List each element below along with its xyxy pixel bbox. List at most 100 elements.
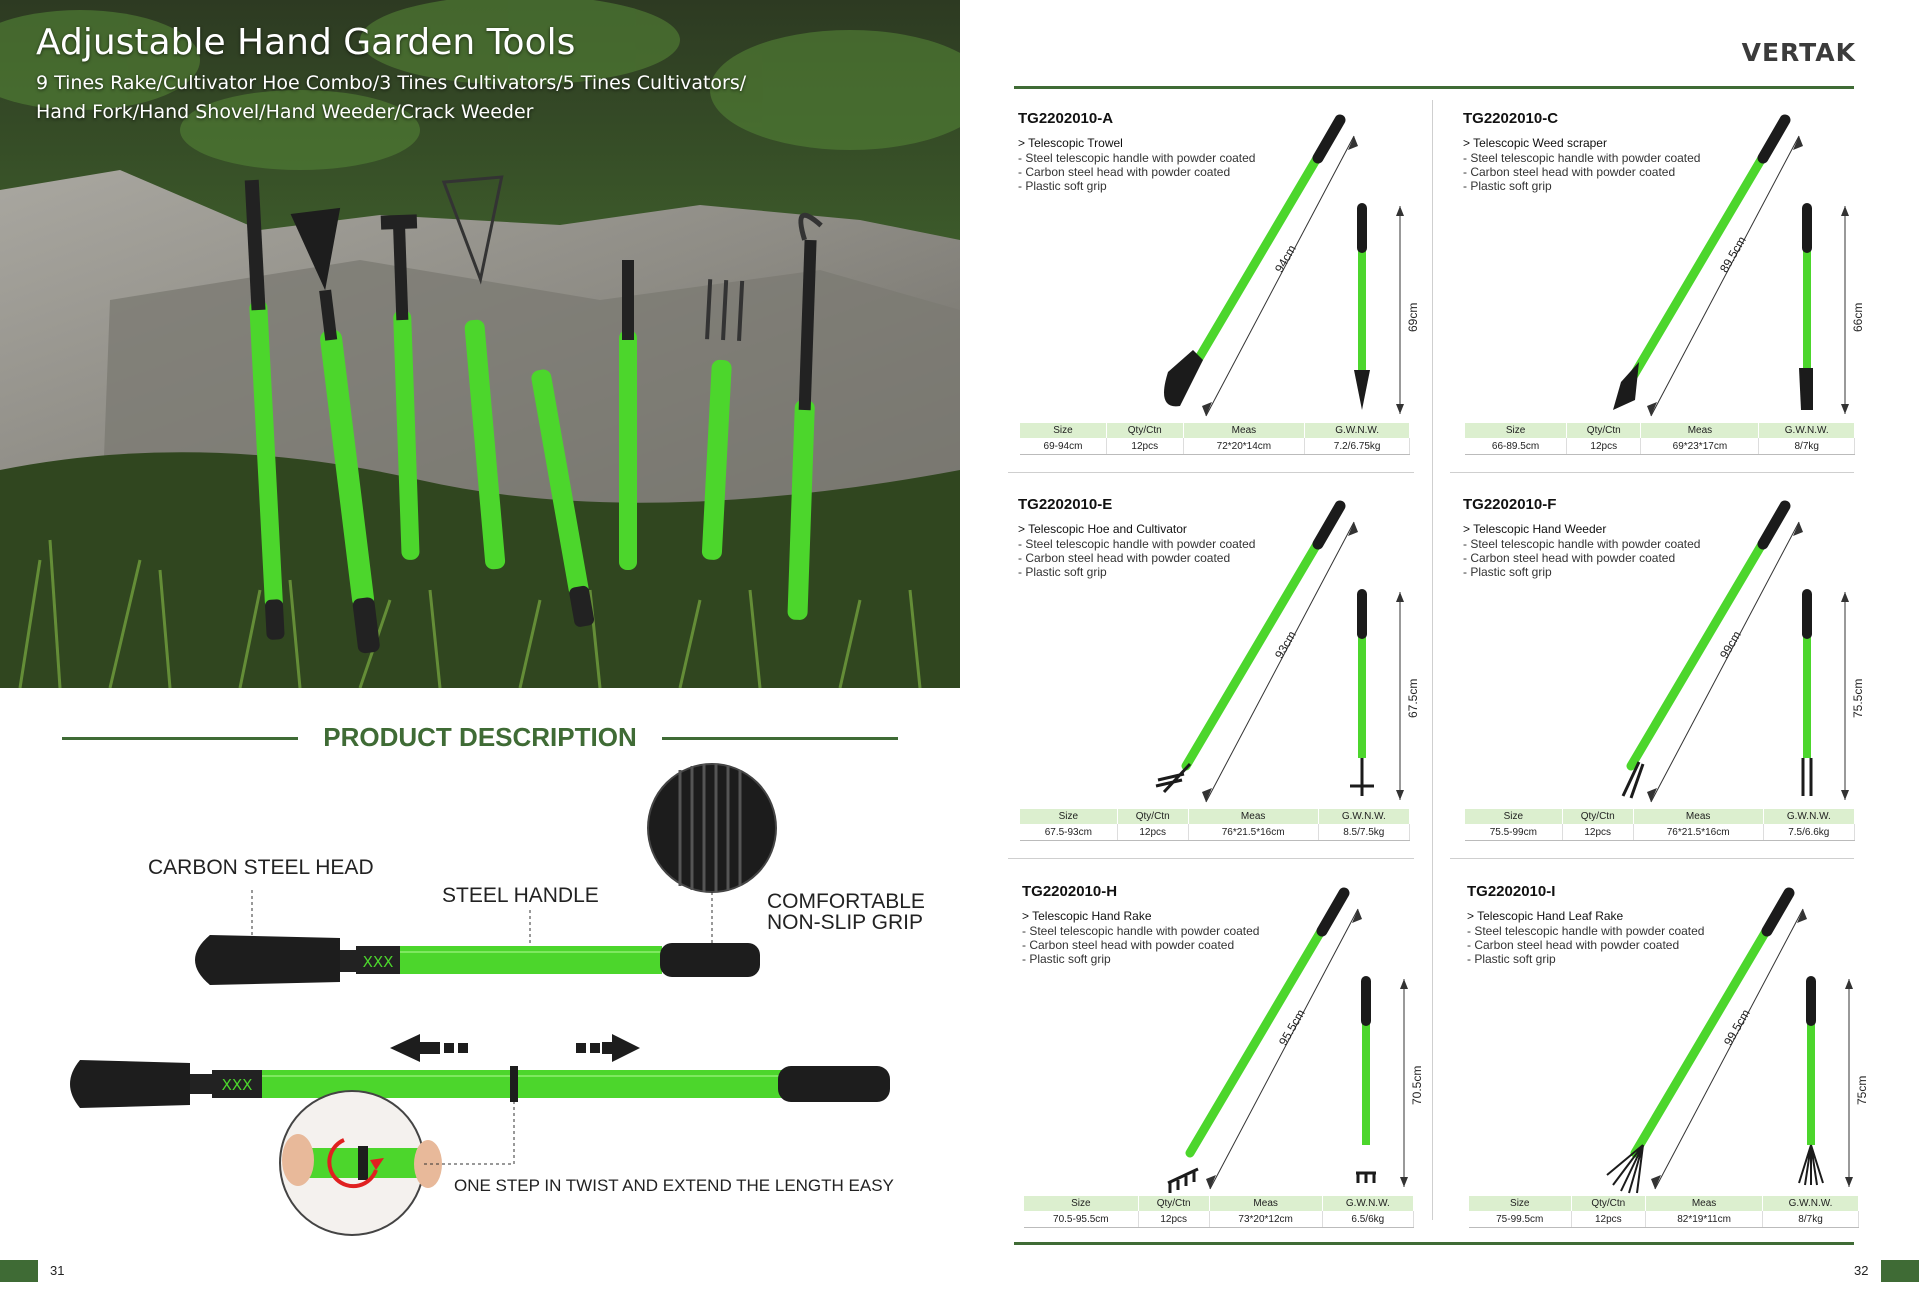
spec-header-cell: G.W.N.W. xyxy=(1763,809,1856,824)
short-dimension-label: 75cm xyxy=(1855,1075,1869,1105)
spec-meas: 73*20*12cm xyxy=(1209,1211,1323,1228)
short-dimension-label: 75.5cm xyxy=(1851,678,1865,718)
spec-header-cell: Meas xyxy=(1209,1196,1323,1211)
product-feature: - Steel telescopic handle with powder co… xyxy=(1463,537,1701,551)
spec-size: 67.5-93cm xyxy=(1020,824,1118,841)
product-feature: - Plastic soft grip xyxy=(1022,952,1111,966)
page-number-right: 32 xyxy=(1854,1263,1869,1278)
spec-header-cell: G.W.N.W. xyxy=(1762,1196,1859,1211)
spec-header-cell: Meas xyxy=(1645,1196,1764,1211)
product-code: TG2202010-C xyxy=(1463,110,1559,127)
spec-header-cell: Qty/Ctn xyxy=(1117,809,1189,824)
spec-header-cell: Size xyxy=(1465,809,1563,824)
product-card: TG2202010-H> Telescopic Hand Rake- Steel… xyxy=(1022,883,1424,1263)
garden-tools-photo xyxy=(0,0,960,688)
spec-header-cell: Size xyxy=(1020,809,1118,824)
section-rule-left xyxy=(62,737,298,740)
spec-qty: 12pcs xyxy=(1562,824,1634,841)
spec-weight: 8/7kg xyxy=(1762,1211,1859,1228)
spec-meas: 82*19*11cm xyxy=(1645,1211,1764,1228)
row-divider-1a xyxy=(1008,472,1414,473)
product-feature: - Steel telescopic handle with powder co… xyxy=(1463,151,1701,165)
spec-size: 66-89.5cm xyxy=(1465,438,1568,455)
product-feature: - Steel telescopic handle with powder co… xyxy=(1018,151,1256,165)
svg-text:XXX: XXX xyxy=(222,1076,253,1094)
spec-qty: 12pcs xyxy=(1571,1211,1647,1228)
spec-header-cell: Meas xyxy=(1188,809,1319,824)
top-rule xyxy=(1014,86,1854,89)
product-feature: - Plastic soft grip xyxy=(1018,565,1107,579)
page-title: Adjustable Hand Garden Tools xyxy=(36,22,576,63)
spec-qty: 12pcs xyxy=(1138,1211,1210,1228)
product-image xyxy=(1167,887,1408,1193)
spec-header-cell: Qty/Ctn xyxy=(1571,1196,1647,1211)
short-dimension-label: 70.5cm xyxy=(1410,1065,1424,1105)
callout-grip-line-2: NON-SLIP GRIP xyxy=(767,911,923,934)
spec-header-cell: Meas xyxy=(1183,423,1306,438)
column-divider xyxy=(1432,100,1433,1220)
product-code: TG2202010-H xyxy=(1022,883,1118,900)
spec-weight: 6.5/6kg xyxy=(1322,1211,1415,1228)
product-feature: - Steel telescopic handle with powder co… xyxy=(1022,924,1260,938)
brand-logo: VERTAK xyxy=(1741,38,1856,67)
product-feature: - Carbon steel head with powder coated xyxy=(1463,551,1676,565)
spec-header-cell: Size xyxy=(1020,423,1107,438)
page-tab-left xyxy=(0,1260,38,1282)
spec-qty: 12pcs xyxy=(1566,438,1642,455)
product-image xyxy=(1164,114,1404,417)
page-tab-right xyxy=(1881,1260,1919,1282)
spec-qty: 12pcs xyxy=(1117,824,1189,841)
product-feature: - Plastic soft grip xyxy=(1463,179,1552,193)
spec-weight: 7.5/6.6kg xyxy=(1763,824,1856,841)
product-card: TG2202010-C> Telescopic Weed scraper- St… xyxy=(1463,110,1865,490)
spec-header-cell: Meas xyxy=(1633,809,1764,824)
product-card: TG2202010-I> Telescopic Hand Leaf Rake- … xyxy=(1467,883,1869,1263)
twist-caption: ONE STEP IN TWIST AND EXTEND THE LENGTH … xyxy=(454,1176,894,1195)
product-card: TG2202010-E > Telescopic Hoe and Cultivat… xyxy=(1018,496,1420,876)
row-divider-2a xyxy=(1008,858,1414,859)
callout-carbon-steel-head: CARBON STEEL HEAD xyxy=(148,856,374,879)
tool-list-line-1: 9 Tines Rake/Cultivator Hoe Combo/3 Tine… xyxy=(36,72,747,94)
product-feature: - Steel telescopic handle with powder co… xyxy=(1018,537,1256,551)
product-name: > Telescopic Hoe and Cultivator xyxy=(1018,522,1187,536)
product-feature: - Carbon steel head with powder coated xyxy=(1463,165,1676,179)
product-feature: - Carbon steel head with powder coated xyxy=(1018,165,1231,179)
callout-steel-handle: STEEL HANDLE xyxy=(442,884,599,907)
product-card: TG2202010-F > Telescopic Hand Weeder- Ste… xyxy=(1463,496,1865,876)
tool-list-line-2: Hand Fork/Hand Shovel/Hand Weeder/Crack … xyxy=(36,101,534,123)
spec-header-cell: Qty/Ctn xyxy=(1106,423,1184,438)
spec-header-cell: Qty/Ctn xyxy=(1138,1196,1210,1211)
product-image xyxy=(1606,887,1853,1194)
product-feature: - Carbon steel head with powder coated xyxy=(1022,938,1235,952)
page-number-left: 31 xyxy=(50,1263,65,1278)
product-name: > Telescopic Hand Weeder xyxy=(1463,522,1607,536)
spec-header-cell: Qty/Ctn xyxy=(1566,423,1642,438)
bottom-rule xyxy=(1014,1242,1854,1245)
spec-size: 75.5-99cm xyxy=(1465,824,1563,841)
spec-header-cell: G.W.N.W. xyxy=(1758,423,1855,438)
spec-header-cell: Meas xyxy=(1640,423,1760,438)
spec-qty: 12pcs xyxy=(1106,438,1184,455)
product-code: TG2202010-E xyxy=(1018,496,1113,513)
callout-grip-line-1: COMFORTABLE xyxy=(767,890,925,913)
product-image xyxy=(1621,500,1849,803)
trowel-diagram: XXX XXX xyxy=(70,763,890,1236)
spec-weight: 7.2/6.75kg xyxy=(1304,438,1410,455)
product-feature: - Carbon steel head with powder coated xyxy=(1018,551,1231,565)
row-divider-2b xyxy=(1450,858,1854,859)
spec-header-cell: Size xyxy=(1024,1196,1139,1211)
product-name: > Telescopic Hand Leaf Rake xyxy=(1467,909,1624,923)
product-name: > Telescopic Trowel xyxy=(1018,136,1123,150)
spec-size: 75-99.5cm xyxy=(1469,1211,1572,1228)
product-code: TG2202010-F xyxy=(1463,496,1557,513)
